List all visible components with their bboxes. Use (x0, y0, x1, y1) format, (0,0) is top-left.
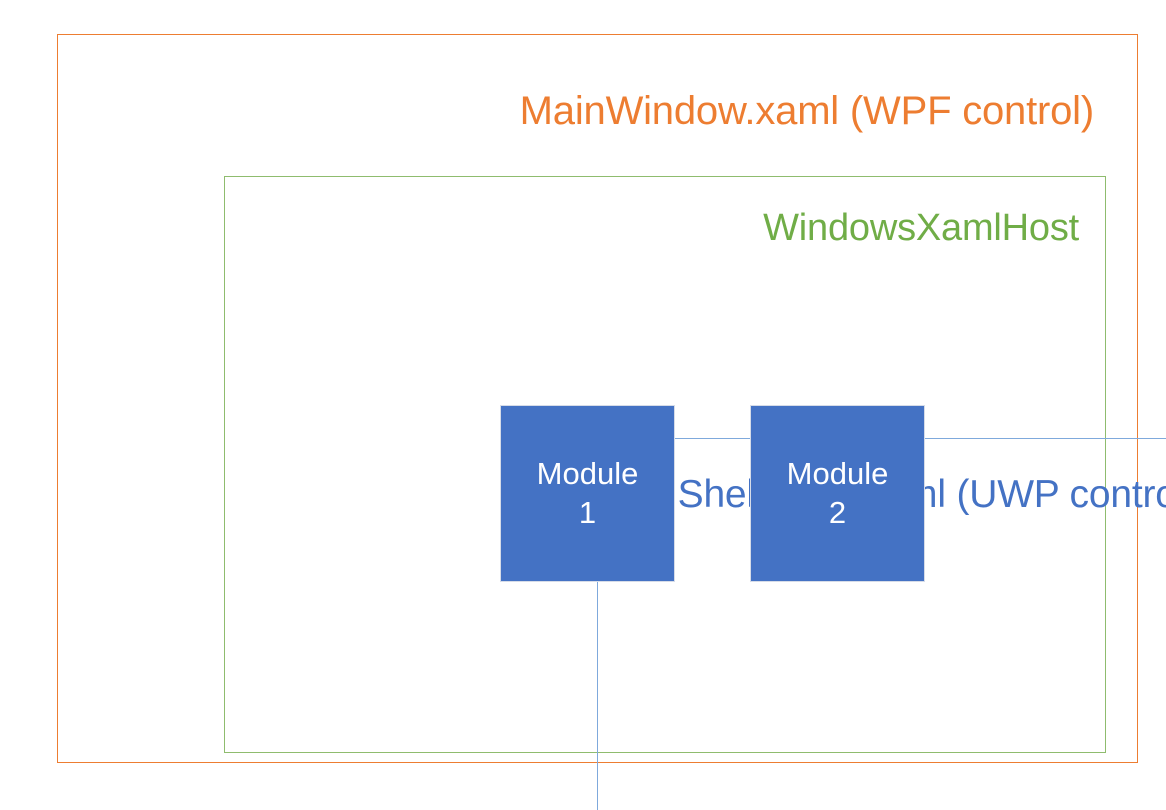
module-1-number: 1 (578, 495, 597, 530)
module-2-number: 2 (828, 495, 847, 530)
module-2-name: Module (786, 456, 889, 491)
module-box-2: Module 2 (750, 405, 925, 582)
windowsxamlhost-container-label: WindowsXamlHost (763, 207, 1079, 249)
module-box-1: Module 1 (500, 405, 675, 582)
module-1-name: Module (536, 456, 639, 491)
wpf-container-mainwindow: MainWindow.xaml (WPF control) WindowsXam… (57, 34, 1166, 810)
wpf-container-label: MainWindow.xaml (WPF control) (519, 89, 1095, 133)
